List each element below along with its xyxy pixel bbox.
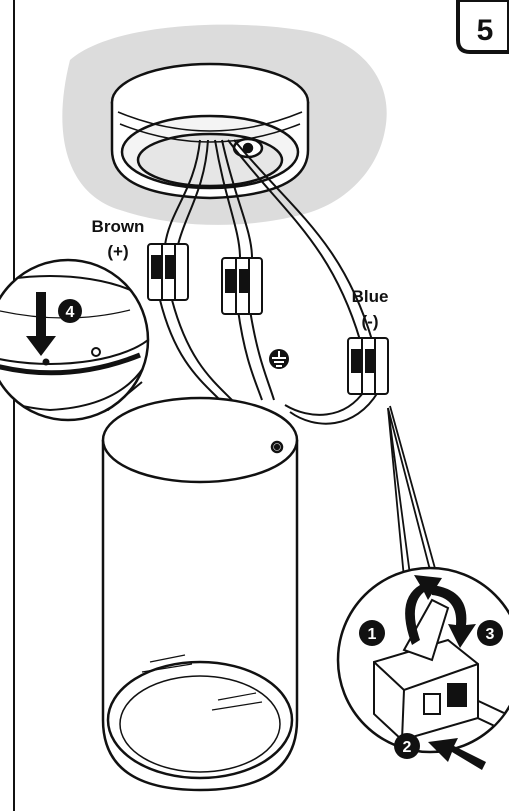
step-number-badge: 5 bbox=[456, 0, 509, 54]
fixture-wires bbox=[159, 299, 379, 425]
insert-arrow-icon bbox=[428, 738, 486, 770]
connector-block-blue bbox=[347, 337, 389, 395]
brown-wire-label: Brown bbox=[92, 217, 145, 236]
callout-number-3: 3 bbox=[486, 626, 495, 643]
callout-number-4: 4 bbox=[66, 304, 75, 321]
down-arrow-icon bbox=[26, 292, 56, 356]
lever-close-arrow-icon bbox=[432, 585, 476, 648]
callout-number-1: 1 bbox=[368, 626, 377, 643]
brown-polarity-label: (+) bbox=[107, 242, 128, 261]
connector-block-ground bbox=[221, 257, 263, 315]
blue-wire-label: Blue bbox=[352, 287, 389, 306]
callout-marker-1 bbox=[359, 620, 385, 646]
connector-block-brown bbox=[147, 243, 189, 301]
callout-marker-2 bbox=[394, 733, 420, 759]
ring-detail-callout: 4 bbox=[0, 258, 150, 422]
lamp-body bbox=[101, 396, 299, 792]
connector-detail-callout: 1 3 2 bbox=[336, 405, 509, 770]
step-number: 5 bbox=[477, 14, 494, 47]
ceiling-mounting-plate bbox=[110, 62, 310, 200]
supply-wires bbox=[164, 139, 373, 341]
callout-marker-3 bbox=[477, 620, 503, 646]
callout-marker-4 bbox=[58, 299, 82, 323]
callout-number-2: 2 bbox=[403, 739, 412, 756]
ground-symbol-icon bbox=[269, 349, 289, 369]
blue-polarity-label: (-) bbox=[362, 312, 379, 331]
lever-open-arrow-icon bbox=[405, 575, 442, 645]
